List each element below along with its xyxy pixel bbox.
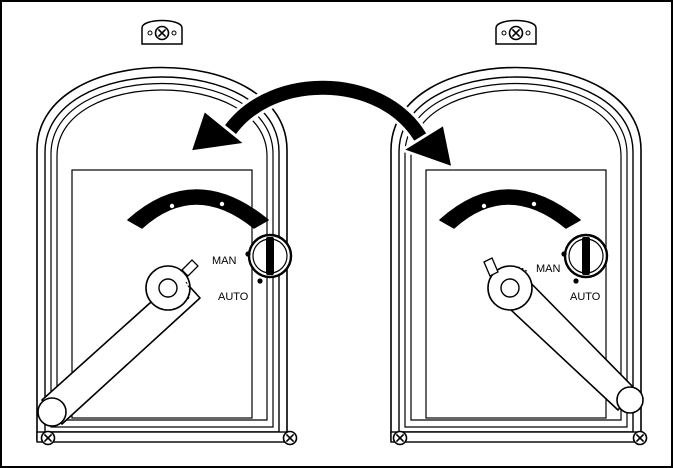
lever-handle [483,257,644,414]
auto-label: AUTO [570,291,601,303]
screw-bottom-right-icon [282,430,298,446]
screw-bottom-left-icon [392,430,408,446]
man-label: MAN [536,263,561,275]
screw-bottom-right-icon [632,430,648,446]
double-curved-arrow-icon [188,77,455,170]
lever-handle [37,259,201,427]
switch-panel-left: MAN AUTO [36,19,298,446]
auto-label: AUTO [218,291,249,303]
screw-bottom-left-icon [40,430,56,446]
man-label: MAN [212,255,237,267]
screw-top-left-icon [154,25,170,41]
switch-panel-right: MAN AUTO [390,19,648,446]
screw-top-right-icon [508,25,524,41]
